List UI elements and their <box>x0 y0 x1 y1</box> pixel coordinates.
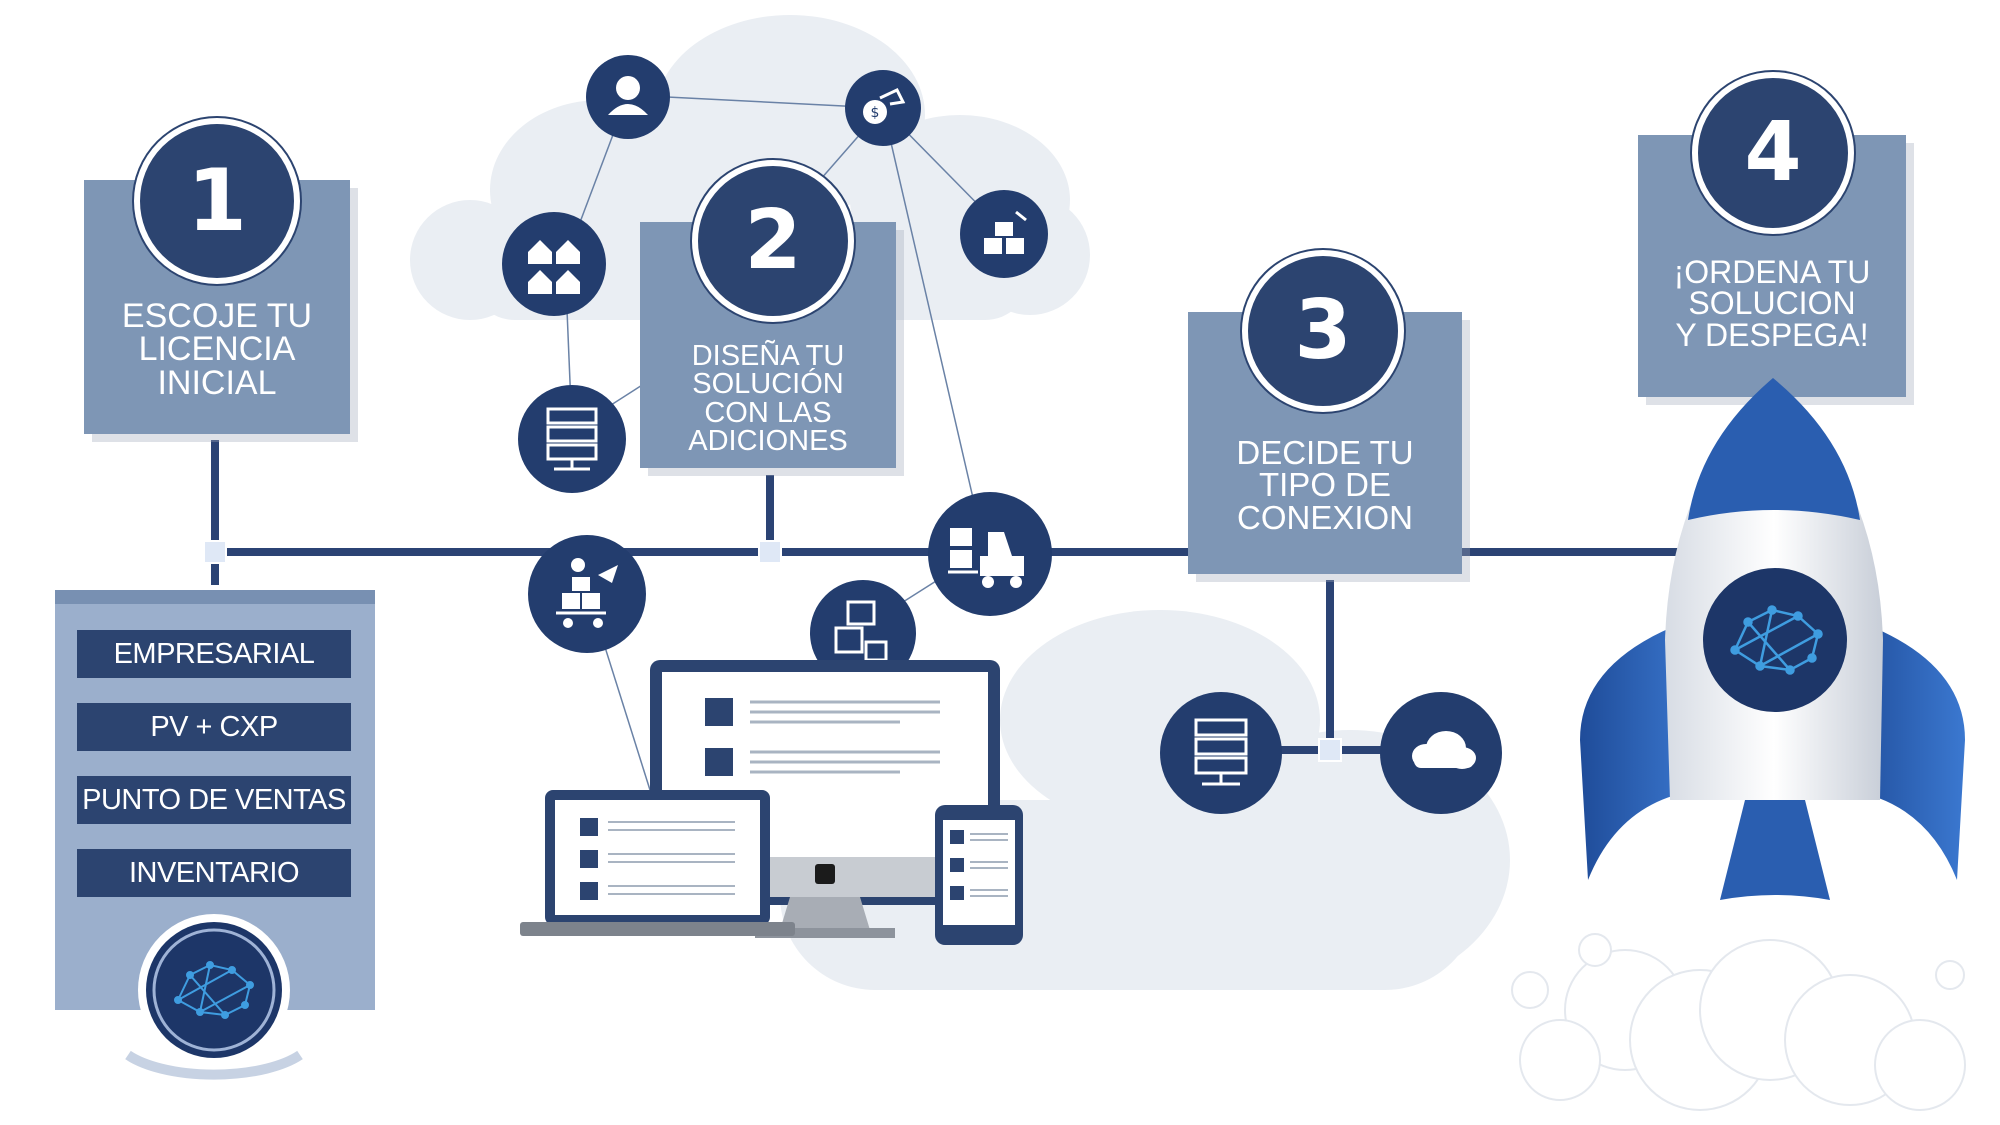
step-1-text: ESCOJE TU LICENCIA INICIAL <box>121 297 313 402</box>
connection-server-icon[interactable] <box>1160 692 1282 814</box>
forklift-icon[interactable] <box>928 492 1052 616</box>
step-4-number: 4 <box>1692 72 1854 234</box>
svg-text:$: $ <box>871 105 880 121</box>
money-hand-icon[interactable]: $ <box>845 70 921 146</box>
cloud-icon[interactable] <box>1380 692 1502 814</box>
step-4-card: ¡ORDENA TU SOLUCION Y DESPEGA! <box>1638 135 1906 397</box>
step-2-text: DISEÑA TU SOLUCIÓN CON LAS ADICIONES <box>688 340 848 458</box>
license-option-punto-de-ventas[interactable]: PUNTO DE VENTAS <box>77 776 351 824</box>
step-1-number: 1 <box>134 118 300 284</box>
step-4-text: ¡ORDENA TU SOLUCION Y DESPEGA! <box>1673 254 1871 353</box>
step-3-number: 3 <box>1242 250 1404 412</box>
step-2-number: 2 <box>692 160 854 322</box>
step-3-card: DECIDE TU TIPO DE CONEXION <box>1188 312 1462 574</box>
boxes-tag-icon[interactable] <box>960 190 1048 278</box>
warehouses-icon[interactable] <box>502 212 606 316</box>
shipping-icon[interactable] <box>528 535 646 653</box>
server-icon[interactable] <box>518 385 626 493</box>
smartphone-icon <box>935 805 1023 945</box>
user-icon[interactable] <box>586 55 670 139</box>
laptop-icon <box>520 790 795 936</box>
license-option-inventario[interactable]: INVENTARIO <box>77 849 351 897</box>
step-3-text: DECIDE TU TIPO DE CONEXION <box>1236 434 1414 536</box>
license-option-pv-cxp[interactable]: PV + CXP <box>77 703 351 751</box>
license-option-empresarial[interactable]: EMPRESARIAL <box>77 630 351 678</box>
